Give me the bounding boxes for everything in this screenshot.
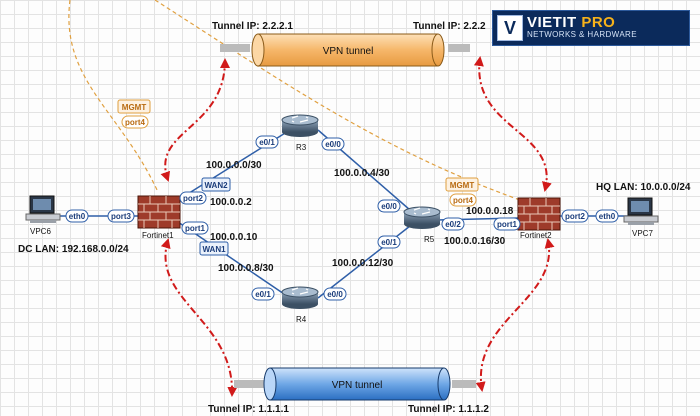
f1-wan2: WAN2 xyxy=(204,181,228,190)
r5-e00-port: e0/0 xyxy=(381,202,397,211)
r5-e01-port: e0/1 xyxy=(381,238,397,247)
mgmt-link-fortinet1 xyxy=(68,0,159,193)
port-badges: eth0 port3 port2 port1 WAN2 WAN1 MGMT po… xyxy=(65,99,619,301)
r5-label: R5 xyxy=(424,235,435,244)
r4-label: R4 xyxy=(296,315,307,324)
hq-lan-label: HQ LAN: 10.0.0.0/24 xyxy=(596,182,691,193)
r5-e02-port: e0/2 xyxy=(445,220,461,229)
r3-e00-port: e0/0 xyxy=(325,140,341,149)
router-r5-icon[interactable] xyxy=(403,206,441,229)
f2-port1: port1 xyxy=(497,220,518,229)
f2-port4: port4 xyxy=(453,196,474,205)
vpc7-label: VPC7 xyxy=(632,229,653,238)
fortinet1-firewall-icon[interactable] xyxy=(137,195,181,229)
vpn-tunnel-top[interactable]: VPN tunnel xyxy=(220,33,470,67)
brand-v-icon: V xyxy=(497,15,523,41)
brand-name: VIETIT xyxy=(527,14,577,31)
vpc6-computer-icon[interactable] xyxy=(25,195,61,223)
tunnel-bottom-label: VPN tunnel xyxy=(332,380,383,391)
ip-100-0-0-2: 100.0.0.2 xyxy=(210,197,252,208)
subnet-100-0-0-12: 100.0.0.12/30 xyxy=(332,258,394,269)
f1-port1: port1 xyxy=(185,224,206,233)
vpn-tunnel-bottom[interactable]: VPN tunnel xyxy=(234,367,476,401)
subnet-labels: 100.0.0.0/30 100.0.0.2 100.0.0.10 100.0.… xyxy=(206,160,514,274)
tunnel-arrows xyxy=(160,56,555,397)
dc-lan-label: DC LAN: 192.168.0.0/24 xyxy=(18,244,129,255)
ip-100-0-0-18: 100.0.0.18 xyxy=(466,206,514,217)
tunnel-top-ip-right: Tunnel IP: 2.2.2 xyxy=(413,21,486,32)
f1-port4: port4 xyxy=(125,118,146,127)
r4-e00-port: e0/0 xyxy=(327,290,343,299)
r3-e01-port: e0/1 xyxy=(259,138,275,147)
brand-logo: V VIETIT PRO NETWORKS & HARDWARE xyxy=(492,10,690,46)
subnet-100-0-0-4: 100.0.0.4/30 xyxy=(334,168,390,179)
vpc6-eth0-port: eth0 xyxy=(69,212,86,221)
vpc7-computer-icon[interactable] xyxy=(623,197,659,225)
subnet-100-0-0-0: 100.0.0.0/30 xyxy=(206,160,262,171)
r3-label: R3 xyxy=(296,143,307,152)
ip-100-0-0-10: 100.0.0.10 xyxy=(210,232,258,243)
router-r4-icon[interactable] xyxy=(281,286,319,309)
vpc7-eth0-port: eth0 xyxy=(599,212,616,221)
f1-mgmt: MGMT xyxy=(122,103,147,112)
f1-port2: port2 xyxy=(183,194,204,203)
f2-mgmt: MGMT xyxy=(450,181,475,190)
brand-pro: PRO xyxy=(581,14,616,31)
brand-subtitle: NETWORKS & HARDWARE xyxy=(527,30,637,39)
tunnel-top-label: VPN tunnel xyxy=(323,46,374,57)
f1-wan1: WAN1 xyxy=(202,245,226,254)
fortinet1-label: Fortinet1 xyxy=(142,231,174,240)
r4-e01-port: e0/1 xyxy=(255,290,271,299)
tunnel-bottom-ip-right: Tunnel IP: 1.1.1.2 xyxy=(408,404,489,415)
subnet-100-0-0-16: 100.0.0.16/30 xyxy=(444,236,506,247)
tunnel-top-ip-left: Tunnel IP: 2.2.2.1 xyxy=(212,21,293,32)
tunnel-bottom-ip-left: Tunnel IP: 1.1.1.1 xyxy=(208,404,289,415)
subnet-100-0-0-8: 100.0.0.8/30 xyxy=(218,263,274,274)
f1-port3: port3 xyxy=(111,212,132,221)
router-r3-icon[interactable] xyxy=(281,114,319,137)
vpc6-label: VPC6 xyxy=(30,227,51,236)
f2-port2: port2 xyxy=(565,212,586,221)
fortinet2-firewall-icon[interactable] xyxy=(517,197,561,231)
fortinet2-label: Fortinet2 xyxy=(520,231,552,240)
